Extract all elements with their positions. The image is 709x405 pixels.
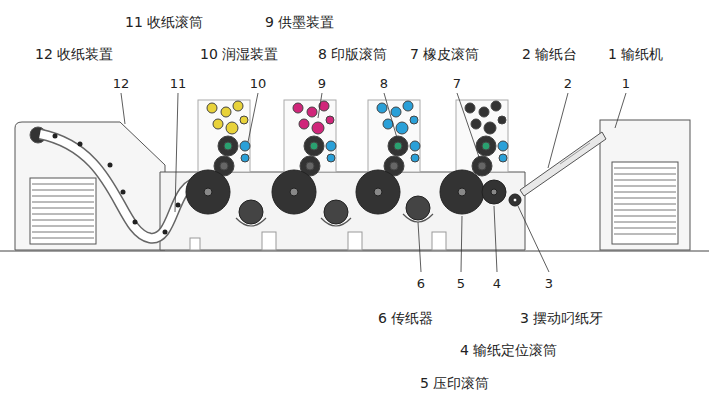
- part-name: 8 印版滚筒: [318, 46, 387, 62]
- floor-line: [0, 251, 709, 252]
- callout-number: 4: [491, 276, 503, 291]
- part-name: 9 供墨装置: [265, 14, 334, 30]
- feed-table: [520, 132, 606, 196]
- unit-black: [456, 100, 508, 176]
- leader-lines: [121, 93, 626, 272]
- frame-notches: [190, 232, 446, 250]
- unit-magenta: [284, 100, 336, 176]
- cylinders: [186, 170, 521, 224]
- callout-number: 7: [451, 76, 463, 91]
- callout-number: 5: [455, 276, 467, 291]
- part-name: 11 收纸滚筒: [125, 14, 203, 30]
- feeder-housing: [600, 120, 690, 250]
- part-name: 7 橡皮滚筒: [410, 46, 479, 62]
- unit-yellow: [198, 100, 250, 176]
- feed-table-sheet: [560, 143, 590, 164]
- callout-number: 11: [168, 76, 189, 91]
- callout-number: 9: [316, 76, 328, 91]
- delivery-pile: [30, 178, 96, 244]
- part-name: 5 压印滚筒: [420, 375, 489, 391]
- part-name: 10 润湿装置: [200, 46, 278, 62]
- paper-guides: [236, 214, 433, 226]
- callout-number: 8: [378, 76, 390, 91]
- callout-number: 1: [620, 76, 632, 91]
- feeder-pile-sheets: [614, 168, 676, 234]
- part-name: 6 传纸器: [378, 310, 433, 326]
- callout-number: 6: [415, 276, 427, 291]
- callout-number: 3: [543, 276, 555, 291]
- chain-grippers: [53, 134, 181, 235]
- part-name: 1 输纸机: [608, 46, 663, 62]
- delivery-pile-sheets: [32, 184, 94, 238]
- part-name: 2 输纸台: [522, 46, 577, 62]
- feeder-pile: [612, 162, 678, 244]
- part-name: 4 输纸定位滚筒: [460, 342, 557, 358]
- callout-number: 10: [248, 76, 269, 91]
- part-name: 12 收纸装置: [35, 46, 113, 62]
- unit-cyan: [368, 100, 420, 176]
- part-name: 3 摆动叼纸牙: [520, 310, 603, 326]
- callout-number: 12: [111, 76, 132, 91]
- callout-number: 2: [562, 76, 574, 91]
